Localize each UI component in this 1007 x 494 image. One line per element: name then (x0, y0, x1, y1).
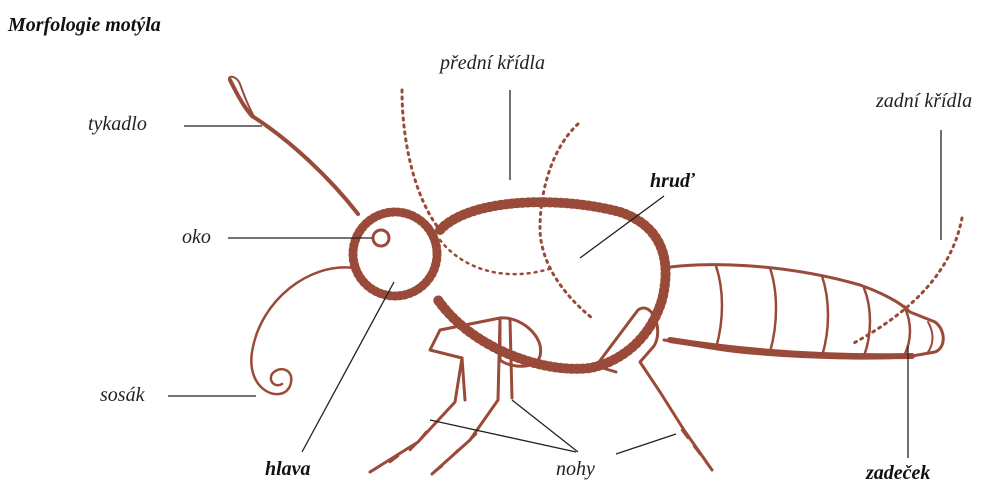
label-oko: oko (182, 226, 211, 249)
thorax (438, 202, 666, 369)
leader-nohy-2 (512, 400, 578, 452)
label-sosak: sosák (100, 384, 144, 407)
label-zadecek: zadeček (866, 462, 930, 485)
leader-nohy-3 (616, 434, 676, 454)
leader-hlava (302, 282, 394, 452)
leader-nohy-1 (430, 420, 576, 452)
label-hlava: hlava (265, 458, 311, 481)
label-hrud: hruď (650, 170, 695, 193)
proboscis (251, 267, 354, 394)
label-tykadlo: tykadlo (88, 113, 147, 136)
eye (373, 230, 389, 246)
antenna (230, 80, 358, 214)
label-nohy: nohy (556, 458, 595, 481)
label-predni-kridla: přední křídla (440, 52, 545, 75)
label-zadni-kridla: zadní křídla (876, 90, 972, 113)
head (353, 212, 437, 296)
